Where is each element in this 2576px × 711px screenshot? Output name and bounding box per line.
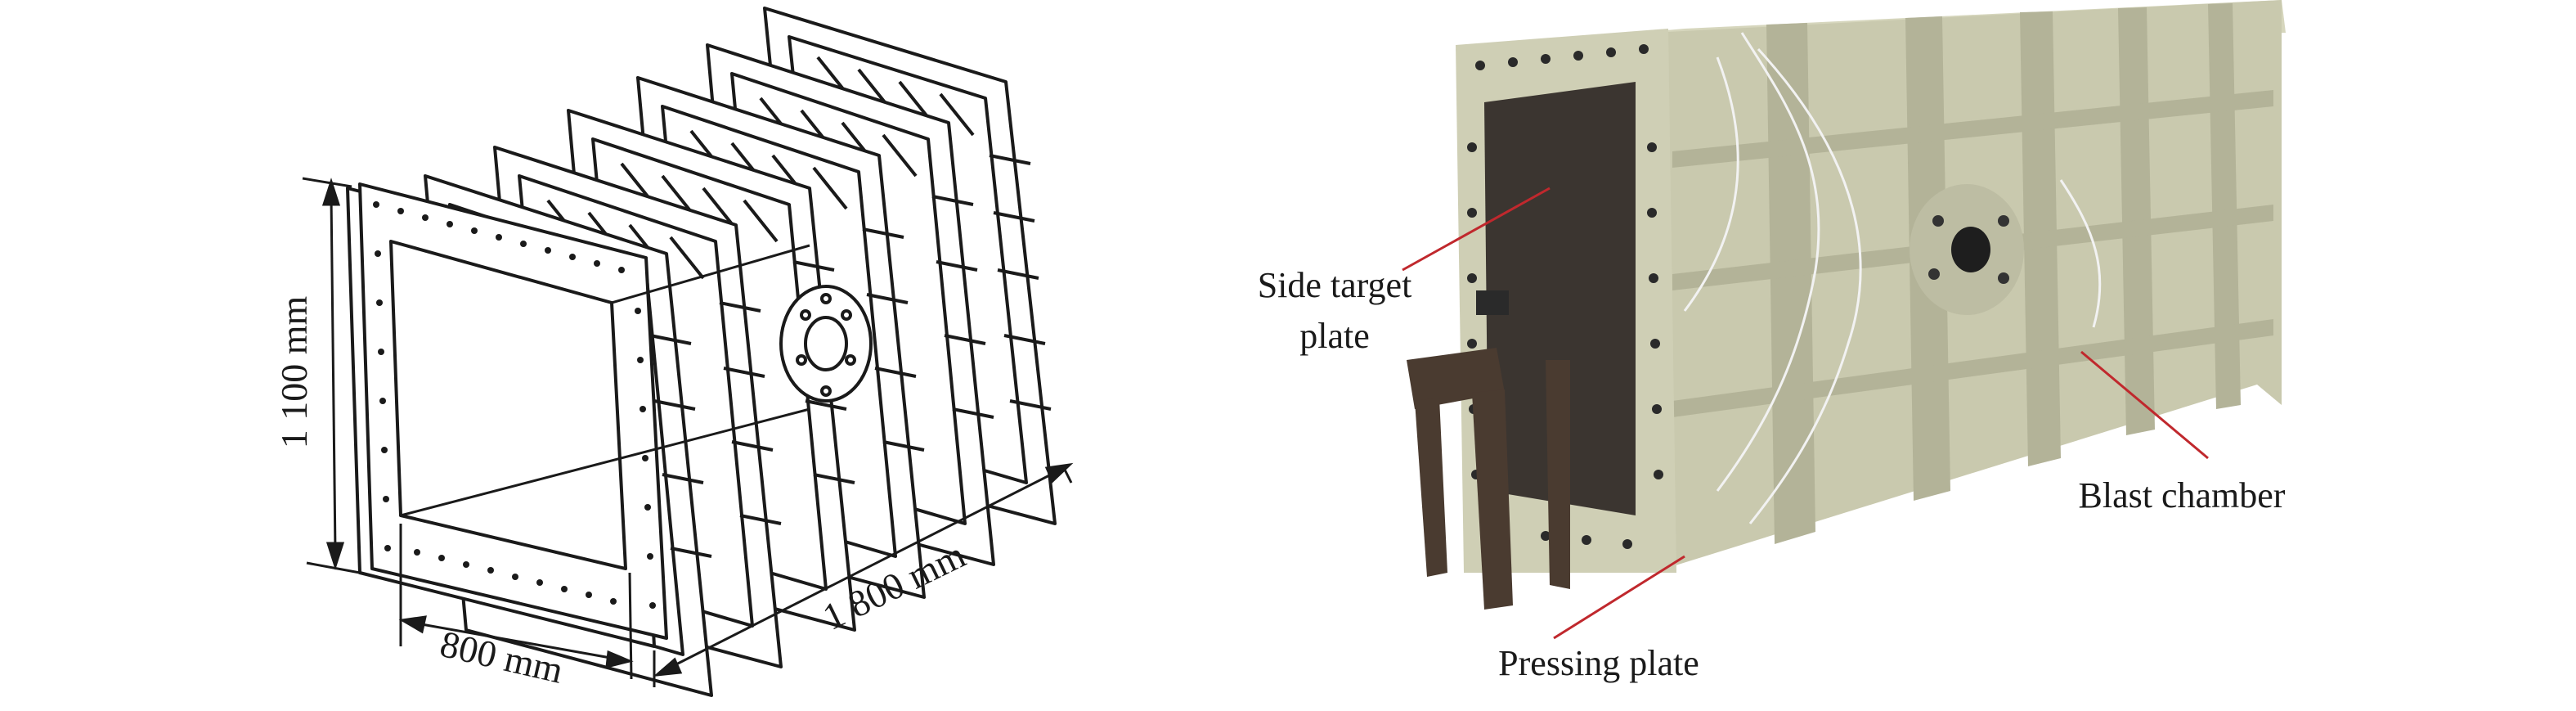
label-side-target-line2: plate bbox=[1299, 316, 1370, 356]
dim-height-label: 1 100 mm bbox=[273, 296, 315, 449]
label-blast-chamber: Blast chamber bbox=[2079, 475, 2286, 515]
front-pressing-frame bbox=[346, 182, 810, 648]
leader-lines bbox=[1402, 187, 2209, 640]
sensor-wires bbox=[1683, 32, 2102, 524]
side-flange bbox=[1910, 184, 2024, 315]
bolt-holes bbox=[373, 201, 656, 609]
dimension-lines bbox=[302, 177, 1074, 687]
chamber-line-drawing bbox=[346, 7, 1057, 697]
support-stand bbox=[1407, 290, 1570, 610]
side-ribs bbox=[1672, 3, 2273, 544]
label-pressing-plate: Pressing plate bbox=[1498, 643, 1699, 683]
target-plate bbox=[1484, 82, 1636, 515]
label-side-target-line1: Side target bbox=[1258, 265, 1412, 305]
chamber-photo bbox=[1407, 0, 2286, 610]
